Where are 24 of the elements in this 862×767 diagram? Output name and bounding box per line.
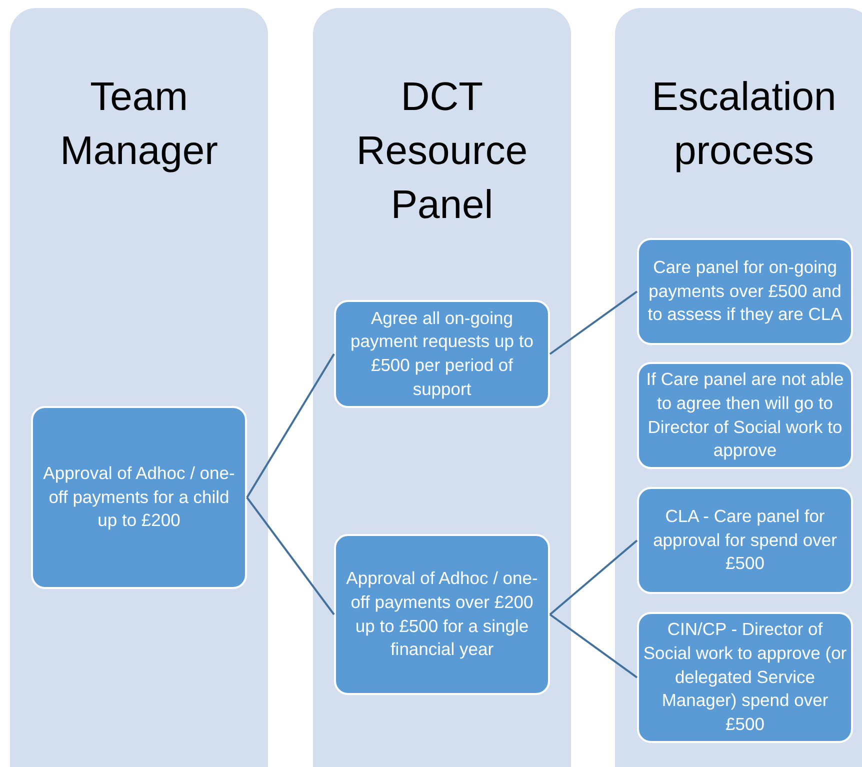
connector-line bbox=[549, 614, 638, 678]
column-heading: DCT Resource Panel bbox=[355, 74, 529, 229]
process-box bbox=[637, 238, 853, 345]
box-text: Agree all on-going payment requests up to £500 per period of support bbox=[350, 306, 534, 401]
column-heading: Team Manager bbox=[59, 74, 219, 175]
box-text: Approval of Adhoc / one-off payments over £200 up to £500 for a single financial year bbox=[345, 567, 539, 662]
connector-line bbox=[246, 496, 335, 616]
connector-line bbox=[549, 290, 638, 355]
box-text: CIN/CP - Director of Social work to approve (or delegated Service Manager) spend over £500 bbox=[643, 618, 847, 736]
box-text: CLA - Care panel for approval for spend over £500 bbox=[652, 505, 838, 576]
column-heading: Escalation process bbox=[650, 74, 838, 175]
column-panel bbox=[615, 8, 862, 767]
connector-line bbox=[549, 540, 638, 616]
process-box bbox=[334, 534, 550, 695]
box-text: Approval of Adhoc / one-off payments for a child up to £200 bbox=[42, 462, 236, 532]
connector-line bbox=[246, 353, 335, 498]
column-panel bbox=[313, 8, 571, 767]
process-box bbox=[637, 487, 853, 594]
box-text: If Care panel are not able to agree then will go to Director of Social work to approve bbox=[645, 368, 845, 462]
process-box bbox=[334, 300, 550, 408]
column-panel bbox=[10, 8, 268, 767]
process-box bbox=[637, 362, 853, 469]
process-box bbox=[31, 406, 247, 589]
box-text: Care panel for on-going payments over £500 and to assess if they are CLA bbox=[646, 256, 844, 326]
